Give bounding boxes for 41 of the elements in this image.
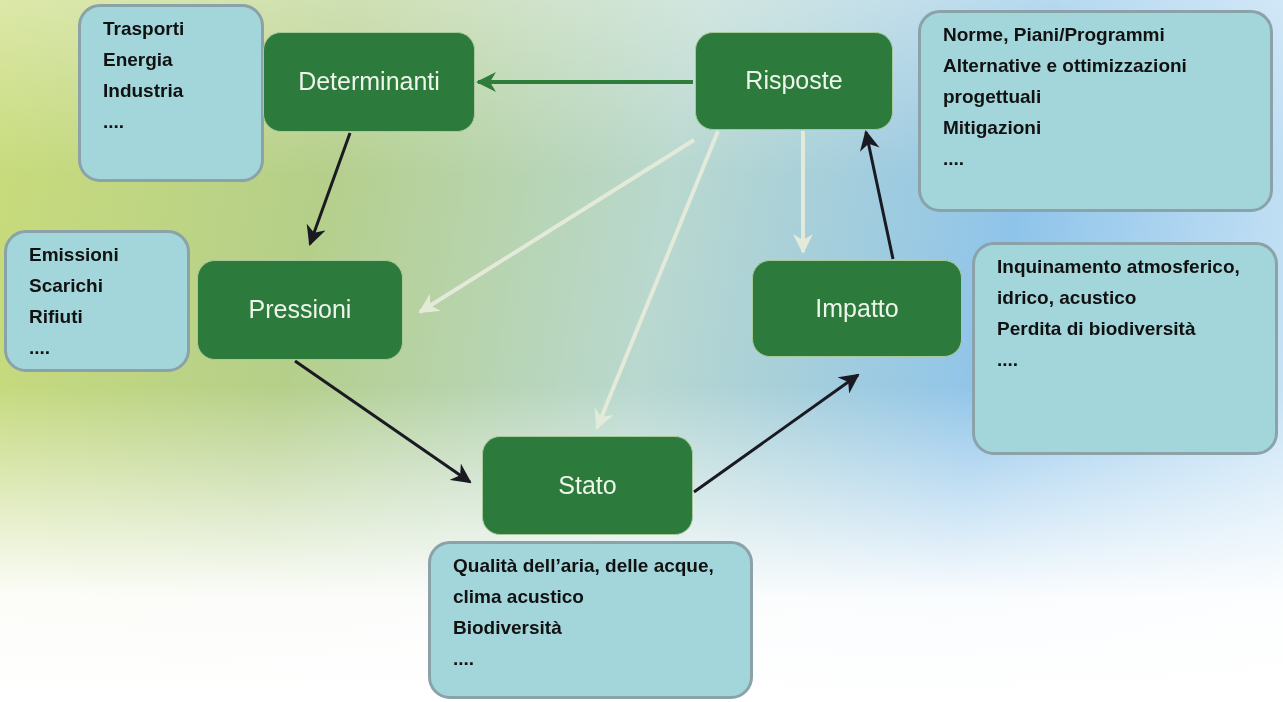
note-text: Mitigazioni xyxy=(943,116,1043,140)
arrow xyxy=(476,72,693,92)
note-text: Emissioni xyxy=(29,243,120,267)
note-text: .... xyxy=(29,336,52,360)
arrow xyxy=(418,138,696,314)
note-box xyxy=(4,230,190,372)
box-label: Impatto xyxy=(815,292,899,324)
arrow xyxy=(594,130,720,430)
note-text: Perdita di biodiversità xyxy=(997,317,1197,341)
note-text: .... xyxy=(103,110,126,134)
note-text: Inquinamento atmosferico, idrico, acustico xyxy=(997,255,1241,310)
note-text: .... xyxy=(943,147,966,171)
note-text: Trasporti xyxy=(103,17,186,41)
note-text: Norme, Piani/Programmi xyxy=(943,23,1166,47)
note-text: .... xyxy=(997,348,1020,372)
note-box xyxy=(428,541,753,699)
note-box xyxy=(918,10,1273,212)
note-box xyxy=(972,242,1278,455)
process-box xyxy=(695,32,893,130)
note-text: Biodiversità xyxy=(453,616,563,640)
arrow xyxy=(793,131,813,254)
note-text: Energia xyxy=(103,48,174,72)
box-label: Determinanti xyxy=(298,66,440,98)
note-text: Qualità dell’aria, delle acque, clima acustico xyxy=(453,554,715,609)
process-box xyxy=(752,260,962,357)
process-box xyxy=(482,436,693,535)
arrow xyxy=(294,359,472,484)
note-text: Scarichi xyxy=(29,274,104,298)
note-text: Alternative e ottimizzazioni progettuali xyxy=(943,54,1188,109)
box-label: Risposte xyxy=(745,65,843,97)
note-box xyxy=(78,4,264,182)
arrow xyxy=(693,373,860,494)
note-text: .... xyxy=(453,647,476,671)
note-text: Rifiuti xyxy=(29,305,84,329)
arrow xyxy=(306,132,352,246)
note-text: Industria xyxy=(103,79,185,103)
process-box xyxy=(263,32,475,132)
process-box xyxy=(197,260,403,360)
box-label: Pressioni xyxy=(248,294,352,326)
arrow xyxy=(859,130,895,260)
box-label: Stato xyxy=(558,469,617,501)
